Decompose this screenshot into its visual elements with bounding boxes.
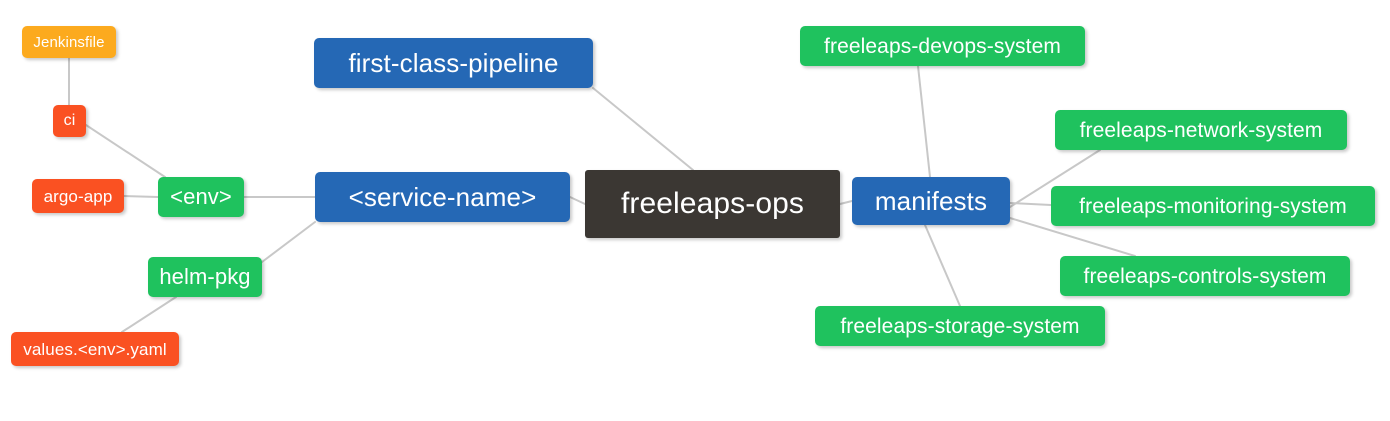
edge-env-to-argo-app [123, 195, 159, 198]
edge-freeleaps-ops-to-first-class-pipeline [592, 87, 694, 171]
edge-manifests-to-freeleaps-devops-system [917, 65, 931, 178]
node-freeleaps-monitoring-system[interactable]: freeleaps-monitoring-system [1051, 186, 1375, 226]
node-ci[interactable]: ci [53, 105, 86, 137]
node-service-name[interactable]: <service-name> [315, 172, 570, 222]
node-freeleaps-storage-system[interactable]: freeleaps-storage-system [815, 306, 1105, 346]
node-first-class-pipeline[interactable]: first-class-pipeline [314, 38, 593, 88]
node-freeleaps-network-system[interactable]: freeleaps-network-system [1055, 110, 1347, 150]
edge-manifests-to-freeleaps-storage-system [924, 224, 961, 307]
node-values-env-yaml[interactable]: values.<env>.yaml [11, 332, 179, 366]
node-freeleaps-devops-system[interactable]: freeleaps-devops-system [800, 26, 1085, 66]
edge-service-name-to-helm-pkg [261, 221, 316, 263]
node-jenkinsfile[interactable]: Jenkinsfile [22, 26, 116, 58]
edge-helm-pkg-to-values-env-yaml [121, 296, 177, 333]
node-freeleaps-controls-system[interactable]: freeleaps-controls-system [1060, 256, 1350, 296]
node-env[interactable]: <env> [158, 177, 244, 217]
edge-freeleaps-ops-to-service-name [569, 196, 586, 205]
node-freeleaps-ops[interactable]: freeleaps-ops [585, 170, 840, 238]
node-manifests[interactable]: manifests [852, 177, 1010, 225]
edge-freeleaps-ops-to-manifests [839, 200, 853, 205]
node-helm-pkg[interactable]: helm-pkg [148, 257, 262, 297]
edge-manifests-to-freeleaps-monitoring-system [1009, 202, 1052, 206]
edge-env-to-ci [85, 124, 166, 178]
node-argo-app[interactable]: argo-app [32, 179, 124, 213]
